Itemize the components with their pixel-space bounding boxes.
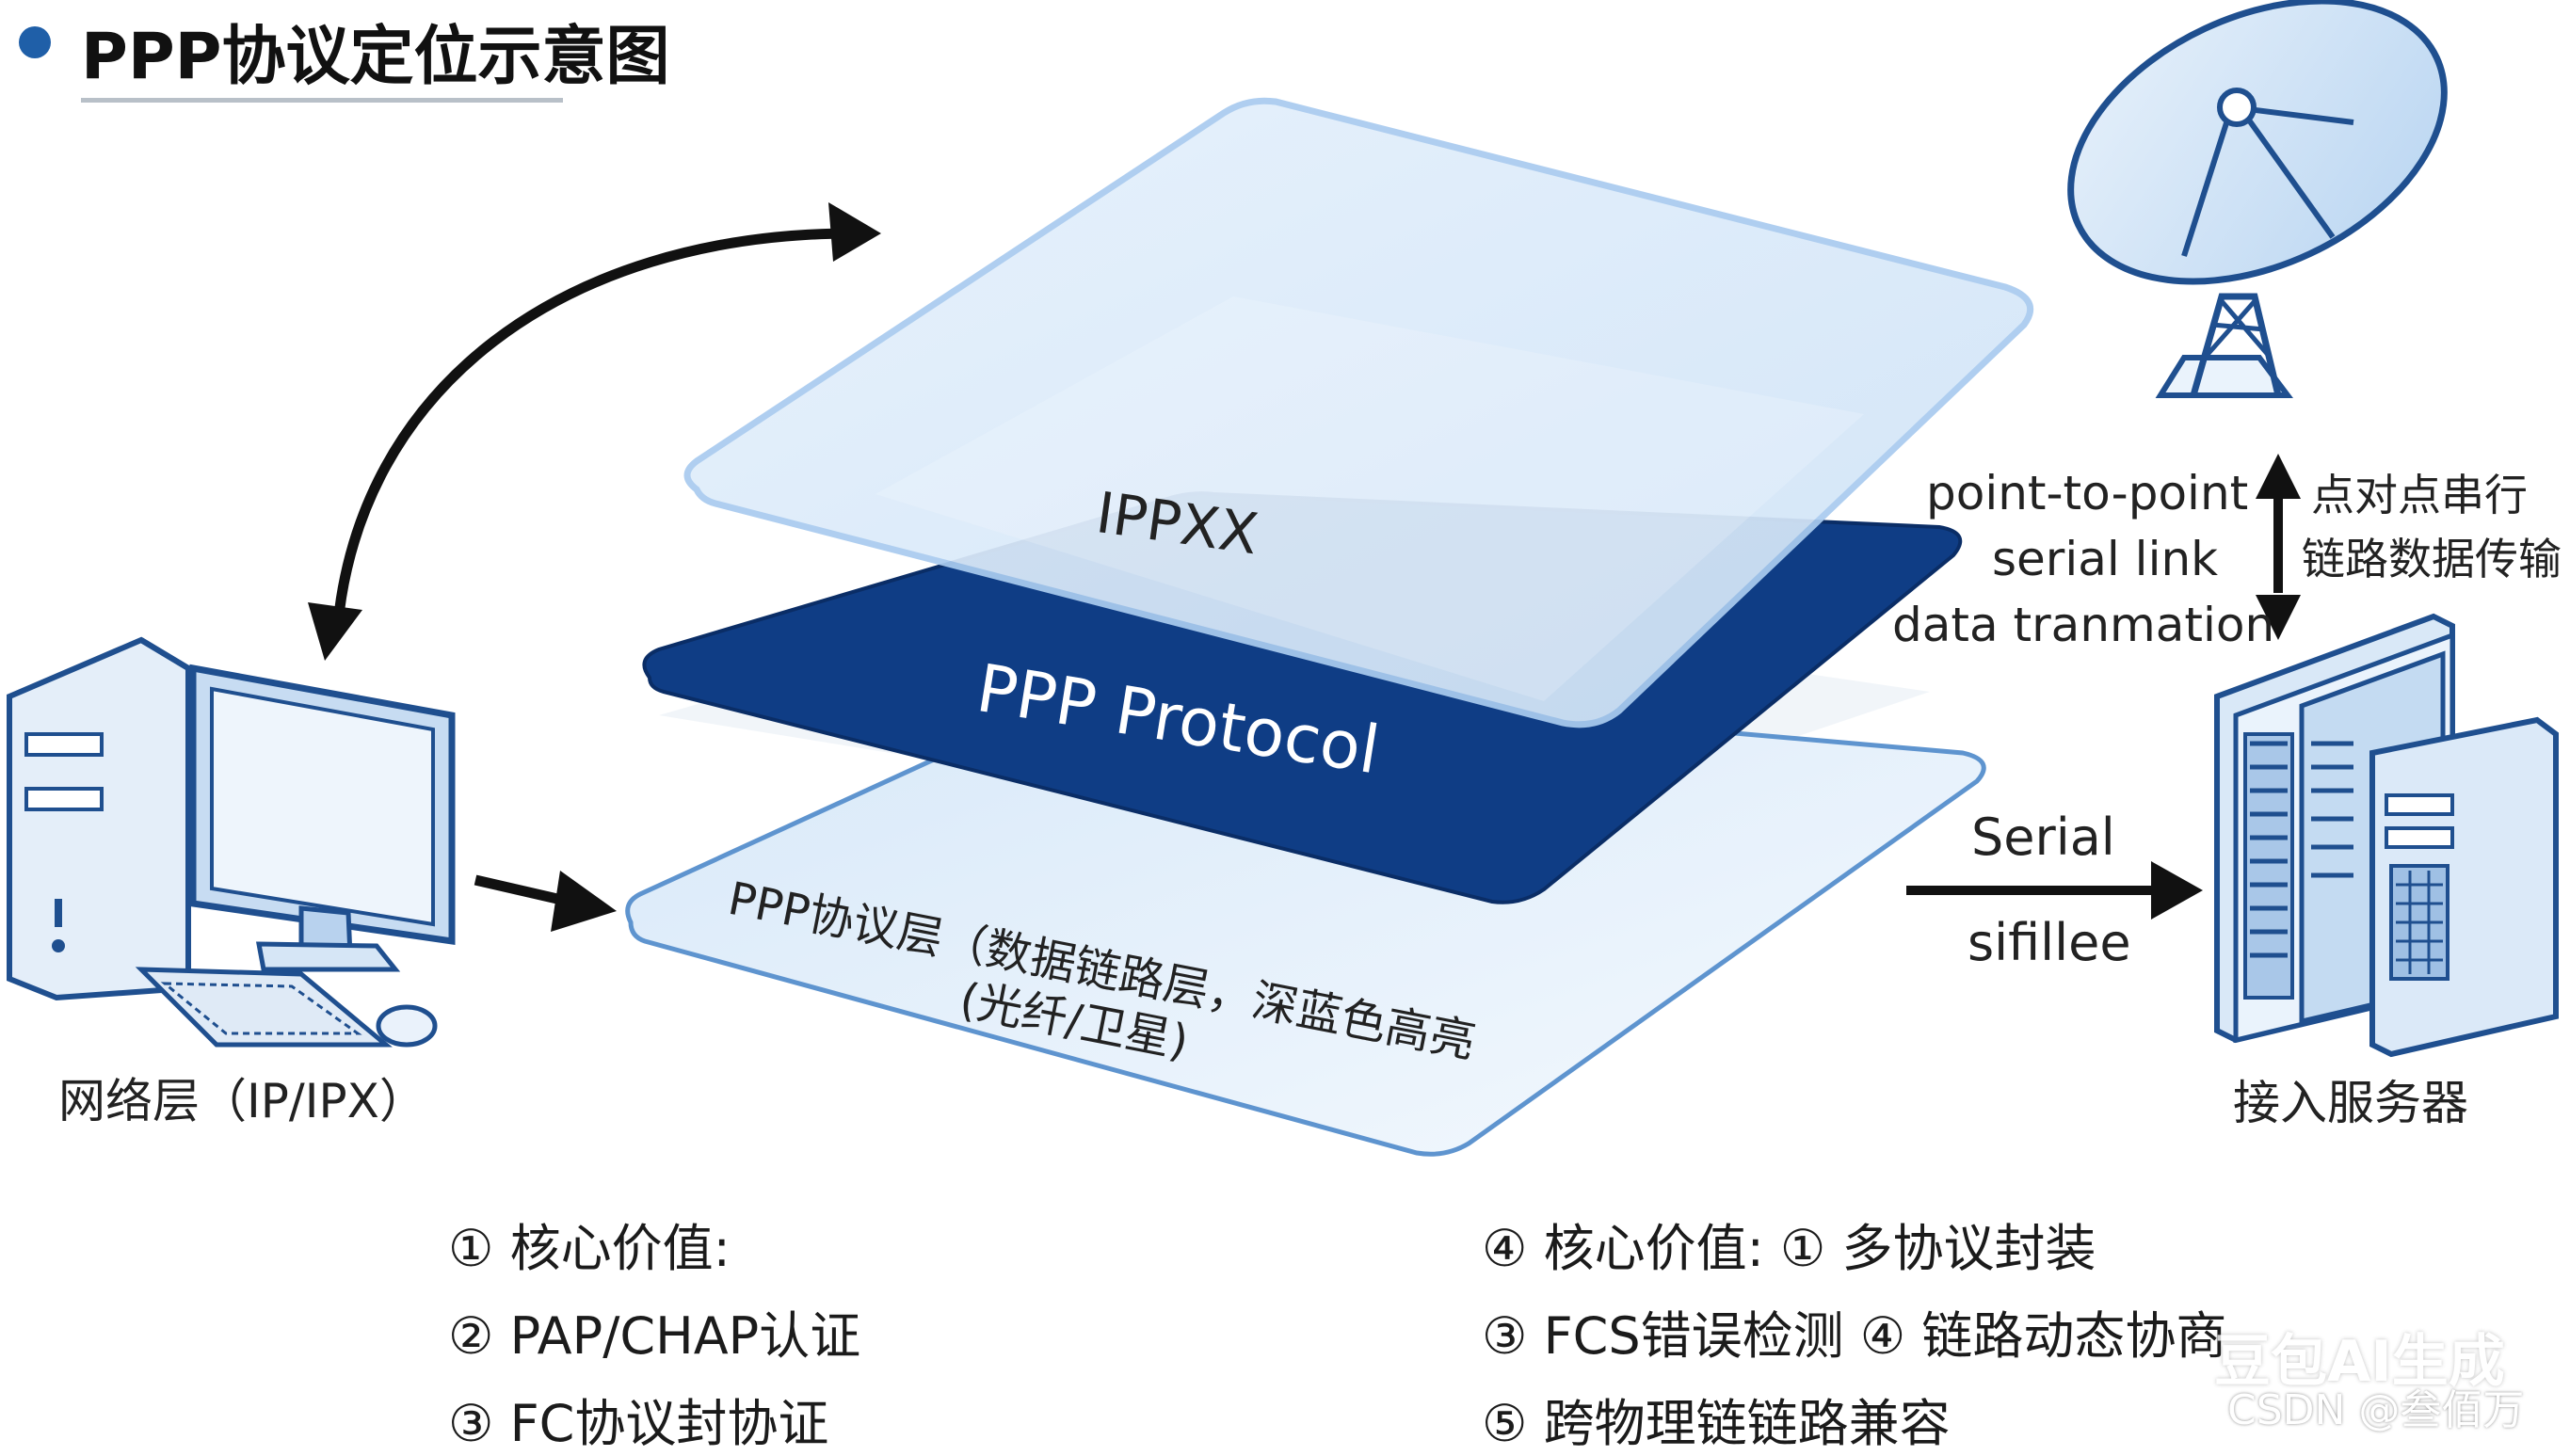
feature-right-1: ④ 核心价值: ① 多协议封装	[1482, 1207, 2096, 1281]
pc-to-layer-arrow	[475, 871, 617, 932]
serial-arrow	[1906, 861, 2203, 920]
link-label-en-1: point-to-point	[1926, 466, 2248, 520]
satellite-dish-icon	[2026, 0, 2489, 395]
network-layer-caption: 网络层（IP/IPX）	[58, 1064, 426, 1131]
feature-left-3: ③ FC协议封协证	[448, 1382, 828, 1456]
feature-right-3: ⑤ 跨物理链链路兼容	[1482, 1382, 1951, 1456]
link-label-en-2: serial link	[1992, 532, 2218, 586]
link-label-cn-2: 链路数据传输	[2302, 525, 2562, 587]
feature-left-2: ② PAP/CHAP认证	[448, 1294, 860, 1368]
link-label-cn-1: 点对点串行	[2311, 461, 2528, 523]
feature-right-2: ③ FCS错误检测 ④ 链路动态协商	[1482, 1294, 2226, 1368]
feature-left-1: ① 核心价值:	[448, 1207, 731, 1281]
watermark-csdn: CSDN @叁佰万	[2227, 1376, 2524, 1436]
serial-label-top: Serial	[1971, 808, 2115, 867]
link-label-en-3: data tranmation	[1892, 598, 2274, 652]
server-caption: 接入服务器	[2233, 1065, 2468, 1133]
serial-label-bottom: sifillee	[1968, 913, 2131, 972]
computer-icon	[9, 640, 452, 1045]
server-rack-icon	[2217, 616, 2556, 1054]
